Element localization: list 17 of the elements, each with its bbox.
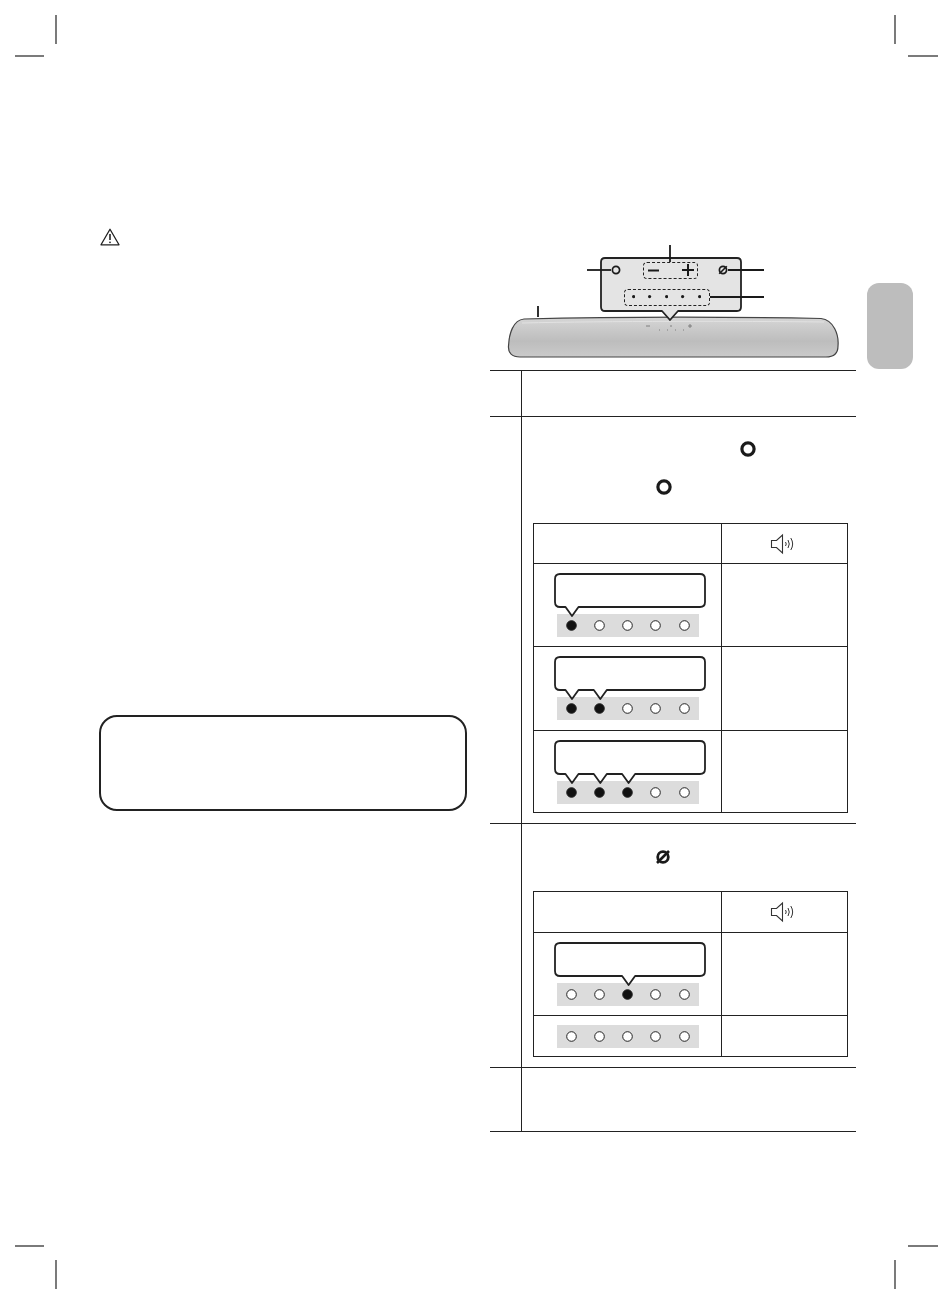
soundbar-drawing bbox=[508, 317, 839, 358]
speech-bubble bbox=[553, 655, 706, 700]
leader-line bbox=[727, 269, 765, 271]
speech-bubble bbox=[553, 941, 706, 986]
slashed-circle-icon bbox=[718, 265, 728, 275]
note-box bbox=[99, 715, 467, 811]
leader-line bbox=[537, 305, 539, 318]
speech-bubble bbox=[553, 572, 706, 617]
dashed-outline bbox=[643, 262, 698, 279]
leader-line bbox=[586, 269, 612, 271]
side-tab bbox=[867, 283, 913, 369]
leader-line bbox=[669, 244, 671, 263]
dashed-outline bbox=[624, 289, 710, 306]
ring-icon bbox=[611, 265, 621, 275]
callout-panel bbox=[600, 257, 742, 321]
leader-line bbox=[709, 296, 765, 298]
speech-bubble bbox=[553, 739, 706, 784]
